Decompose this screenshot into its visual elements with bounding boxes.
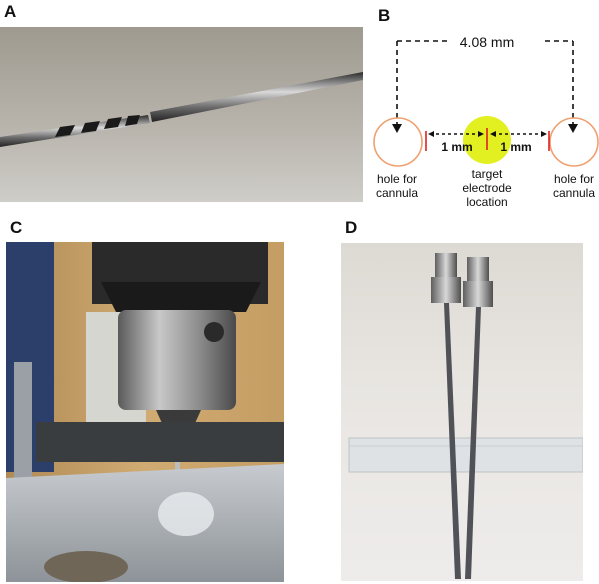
left-hole-label-line2: cannula bbox=[376, 186, 418, 200]
right-spacing-label: 1 mm bbox=[500, 140, 531, 154]
target-label-line1: target bbox=[472, 167, 503, 181]
panel-d-letter: D bbox=[345, 218, 358, 237]
panel-a-photo-drill-bit bbox=[0, 27, 363, 202]
panel-d-photo-cannulas bbox=[341, 243, 583, 581]
left-cannula-hole bbox=[373, 117, 423, 167]
right-spacing-arrow-right bbox=[541, 131, 547, 137]
panel-a-letter: A bbox=[4, 2, 17, 21]
left-spacing-label: 1 mm bbox=[441, 140, 472, 154]
panel-c-letter: C bbox=[10, 218, 23, 237]
distance-label: 4.08 mm bbox=[460, 34, 514, 50]
target-label-line2: electrode bbox=[462, 181, 512, 195]
left-hole-label-line1: hole for bbox=[377, 172, 417, 186]
cannula-spacing-diagram: 4.08 mm 1 mm 1 mm hole for cannula targe… bbox=[373, 34, 599, 209]
left-spacing-arrow-left bbox=[428, 131, 434, 137]
right-hole-label-line2: cannula bbox=[553, 186, 595, 200]
left-down-arrowhead bbox=[392, 124, 402, 133]
panel-b-letter: B bbox=[378, 6, 391, 25]
right-cannula-hole bbox=[549, 117, 599, 167]
panel-c-photo-drill-press bbox=[6, 242, 284, 582]
target-label-line3: location bbox=[466, 195, 507, 209]
right-down-arrowhead bbox=[568, 124, 578, 133]
right-spacing-arrow-left bbox=[490, 131, 496, 137]
left-spacing-arrow-right bbox=[478, 131, 484, 137]
right-hole-label-line1: hole for bbox=[554, 172, 594, 186]
